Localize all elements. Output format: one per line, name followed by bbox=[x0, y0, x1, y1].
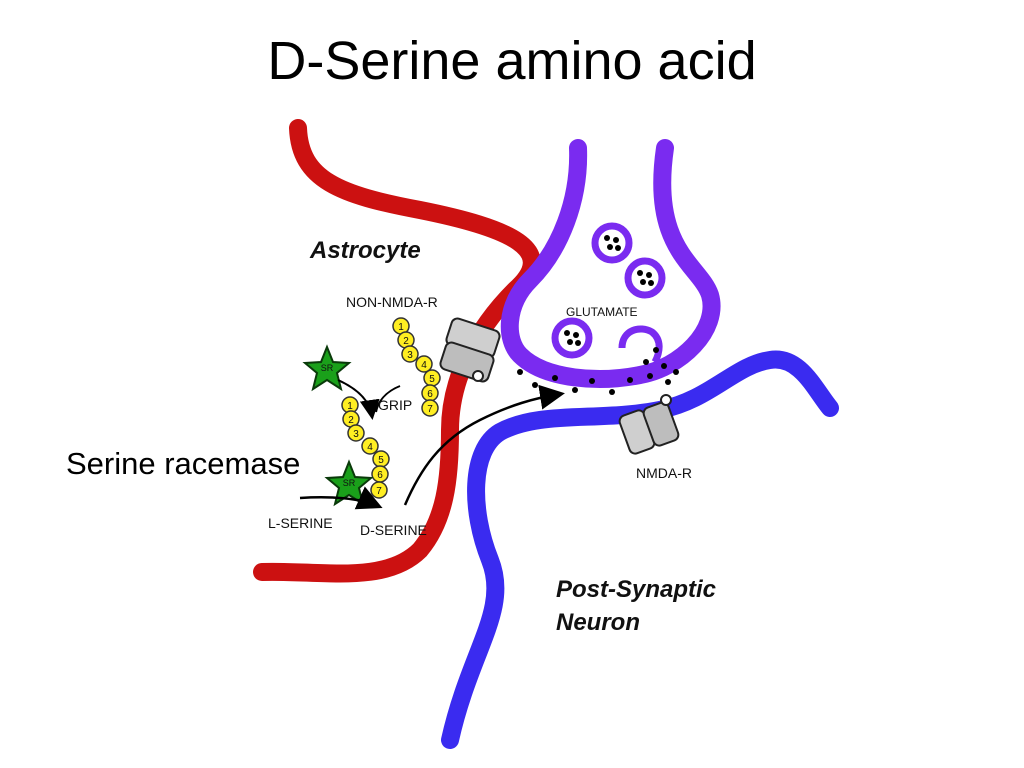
serine-racemase-callout: Serine racemase bbox=[66, 446, 301, 481]
grip-domain bbox=[347, 424, 365, 442]
nmda-r-label: NMDA-R bbox=[636, 465, 692, 481]
non-nmda-receptor bbox=[439, 317, 501, 383]
postsynaptic-membrane bbox=[441, 350, 839, 749]
sr-label: SR bbox=[343, 478, 356, 488]
grip-domain-chain-upper: 1 2 345 6 7 bbox=[392, 317, 441, 417]
presynaptic-terminal bbox=[500, 139, 721, 388]
glutamate-release bbox=[517, 347, 679, 395]
grip-domain-number: 1 bbox=[347, 401, 353, 412]
grip-domain-number: 5 bbox=[378, 455, 384, 466]
l-to-d-serine-arrow bbox=[299, 486, 383, 510]
non-nmda-r-label: NON-NMDA-R bbox=[346, 294, 438, 310]
grip-domain bbox=[361, 437, 379, 455]
grip-domain bbox=[421, 399, 439, 417]
l-serine-label: L-SERINE bbox=[268, 515, 333, 531]
grip-label: GRIP bbox=[378, 397, 412, 413]
vesicle bbox=[591, 222, 633, 264]
grip-domain-number: 3 bbox=[407, 350, 413, 361]
fusing-vesicle bbox=[618, 325, 663, 364]
vesicle bbox=[551, 317, 593, 359]
sr-to-grip-arrow bbox=[337, 379, 380, 420]
grip-domain-number: 7 bbox=[427, 404, 433, 415]
slide-title: D-Serine amino acid bbox=[267, 31, 757, 91]
d-serine-label: D-SERINE bbox=[360, 522, 427, 538]
sr-label: SR bbox=[321, 363, 334, 373]
grip-domain-number: 5 bbox=[429, 374, 435, 385]
grip-domain-number: 2 bbox=[403, 336, 409, 347]
grip-domain bbox=[401, 345, 419, 363]
grip-binding-arrow bbox=[375, 385, 401, 413]
d-serine-release-arrow bbox=[403, 384, 565, 506]
serine-racemase-star: SR bbox=[302, 344, 352, 392]
neuron-label: Neuron bbox=[556, 609, 640, 636]
grip-domain-number: 1 bbox=[398, 322, 404, 333]
grip-domain-chain-lower: 1 2 345 6 7 bbox=[341, 396, 390, 499]
nmda-receptor bbox=[618, 394, 680, 455]
grip-domain-number: 2 bbox=[348, 415, 354, 426]
grip-domain-number: 6 bbox=[427, 389, 433, 400]
grip-domain bbox=[415, 355, 433, 373]
grip-domain-number: 4 bbox=[367, 442, 373, 453]
grip-domain-number: 6 bbox=[377, 470, 383, 481]
astrocyte-label: Astrocyte bbox=[309, 237, 421, 264]
grip-domain-number: 4 bbox=[421, 360, 427, 371]
glutamate-label: GLUTAMATE bbox=[566, 305, 638, 319]
grip-domain-number: 3 bbox=[353, 429, 359, 440]
vesicle bbox=[624, 257, 666, 299]
post-synaptic-label: Post-Synaptic bbox=[556, 576, 716, 603]
grip-domain-number: 7 bbox=[376, 486, 382, 497]
